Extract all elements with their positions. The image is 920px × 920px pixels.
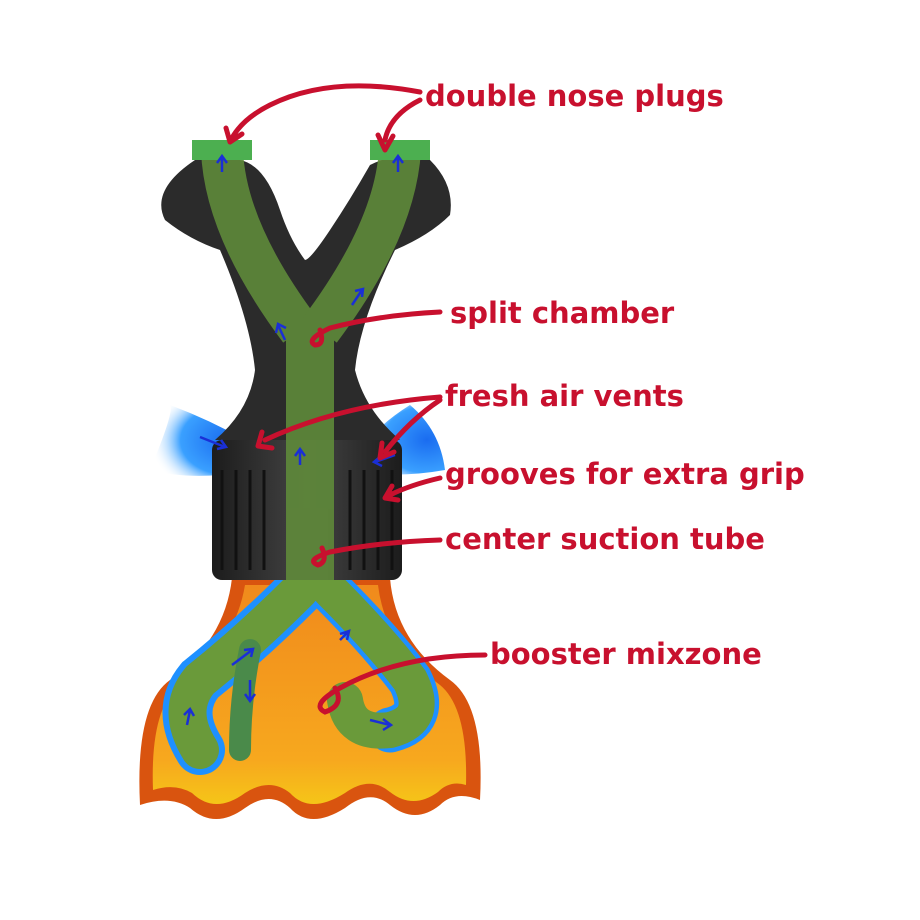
- grip-grooves: [220, 470, 394, 570]
- label-split-chamber: split chamber: [450, 296, 675, 330]
- label-booster-mixzone: booster mixzone: [490, 637, 762, 671]
- airflow-arrows: [183, 153, 405, 732]
- label-double-nose-plugs: double nose plugs: [425, 79, 724, 113]
- mixzone-tubes: [162, 565, 440, 775]
- annotation-lines: [223, 83, 488, 715]
- left-nose-plug: [192, 140, 252, 160]
- label-grooves: grooves for extra grip: [445, 457, 805, 491]
- label-fresh-air-vents: fresh air vents: [445, 379, 684, 413]
- label-center-suction-tube: center suction tube: [445, 522, 765, 556]
